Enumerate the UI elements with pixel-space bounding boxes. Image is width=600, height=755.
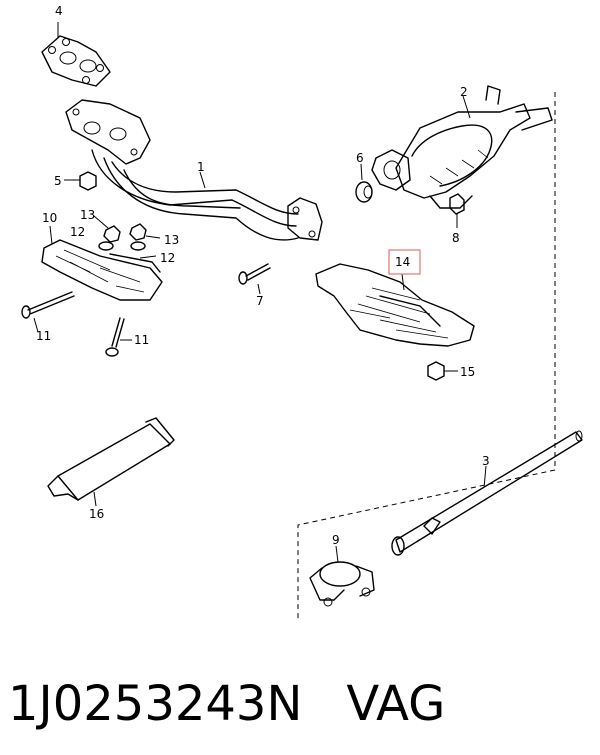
catalytic-converter-part-2	[371, 85, 553, 209]
nut-part-5	[64, 171, 97, 191]
gasket-part-4	[41, 22, 111, 87]
callout-3: 3	[482, 454, 490, 468]
callout-16: 16	[89, 507, 104, 521]
seal-ring-part-6	[355, 163, 373, 203]
heat-shield-part-10	[41, 225, 163, 301]
callout-8: 8	[452, 231, 460, 245]
nut-part-8	[449, 193, 465, 228]
callout-14: 14	[395, 255, 410, 269]
bolt-part-11-left	[21, 291, 75, 333]
callout-13-left: 13	[80, 208, 95, 222]
callout-5: 5	[54, 174, 62, 188]
rear-pipe-part-3	[391, 430, 583, 556]
front-pipe-part-1	[65, 99, 323, 241]
heat-shield-part-14	[315, 263, 475, 347]
callout-15: 15	[460, 365, 475, 379]
callout-12-left: 12	[70, 225, 85, 239]
callout-7: 7	[256, 294, 264, 308]
callout-6: 6	[356, 151, 364, 165]
callout-1: 1	[197, 160, 205, 174]
callout-2: 2	[460, 85, 468, 99]
assembly-boundary	[297, 92, 556, 620]
callout-9: 9	[332, 533, 340, 547]
nut-part-15	[427, 361, 458, 381]
callout-4: 4	[55, 4, 63, 18]
exhaust-parts-diagram: 4 2 1 6 5 10 13 12 13 12 8 14 7 11 11 15…	[21, 4, 583, 620]
callout-14-highlight	[388, 249, 421, 275]
paste-tube-part-16	[47, 417, 175, 507]
bolt-part-7	[238, 263, 271, 295]
callout-12-right: 12	[160, 251, 175, 265]
callout-11-left: 11	[36, 329, 51, 343]
callout-13-right: 13	[164, 233, 179, 247]
washer-nut-set-12-13	[93, 215, 161, 251]
part-number: 1J0253243N	[8, 676, 303, 732]
bolt-part-11-bottom	[105, 317, 132, 357]
callout-11-bottom: 11	[134, 333, 149, 347]
part-number-caption: 1J0253243N VAG	[8, 664, 592, 744]
brand-name: VAG	[346, 676, 446, 732]
callout-10: 10	[42, 211, 57, 225]
clamp-part-9	[309, 545, 375, 607]
